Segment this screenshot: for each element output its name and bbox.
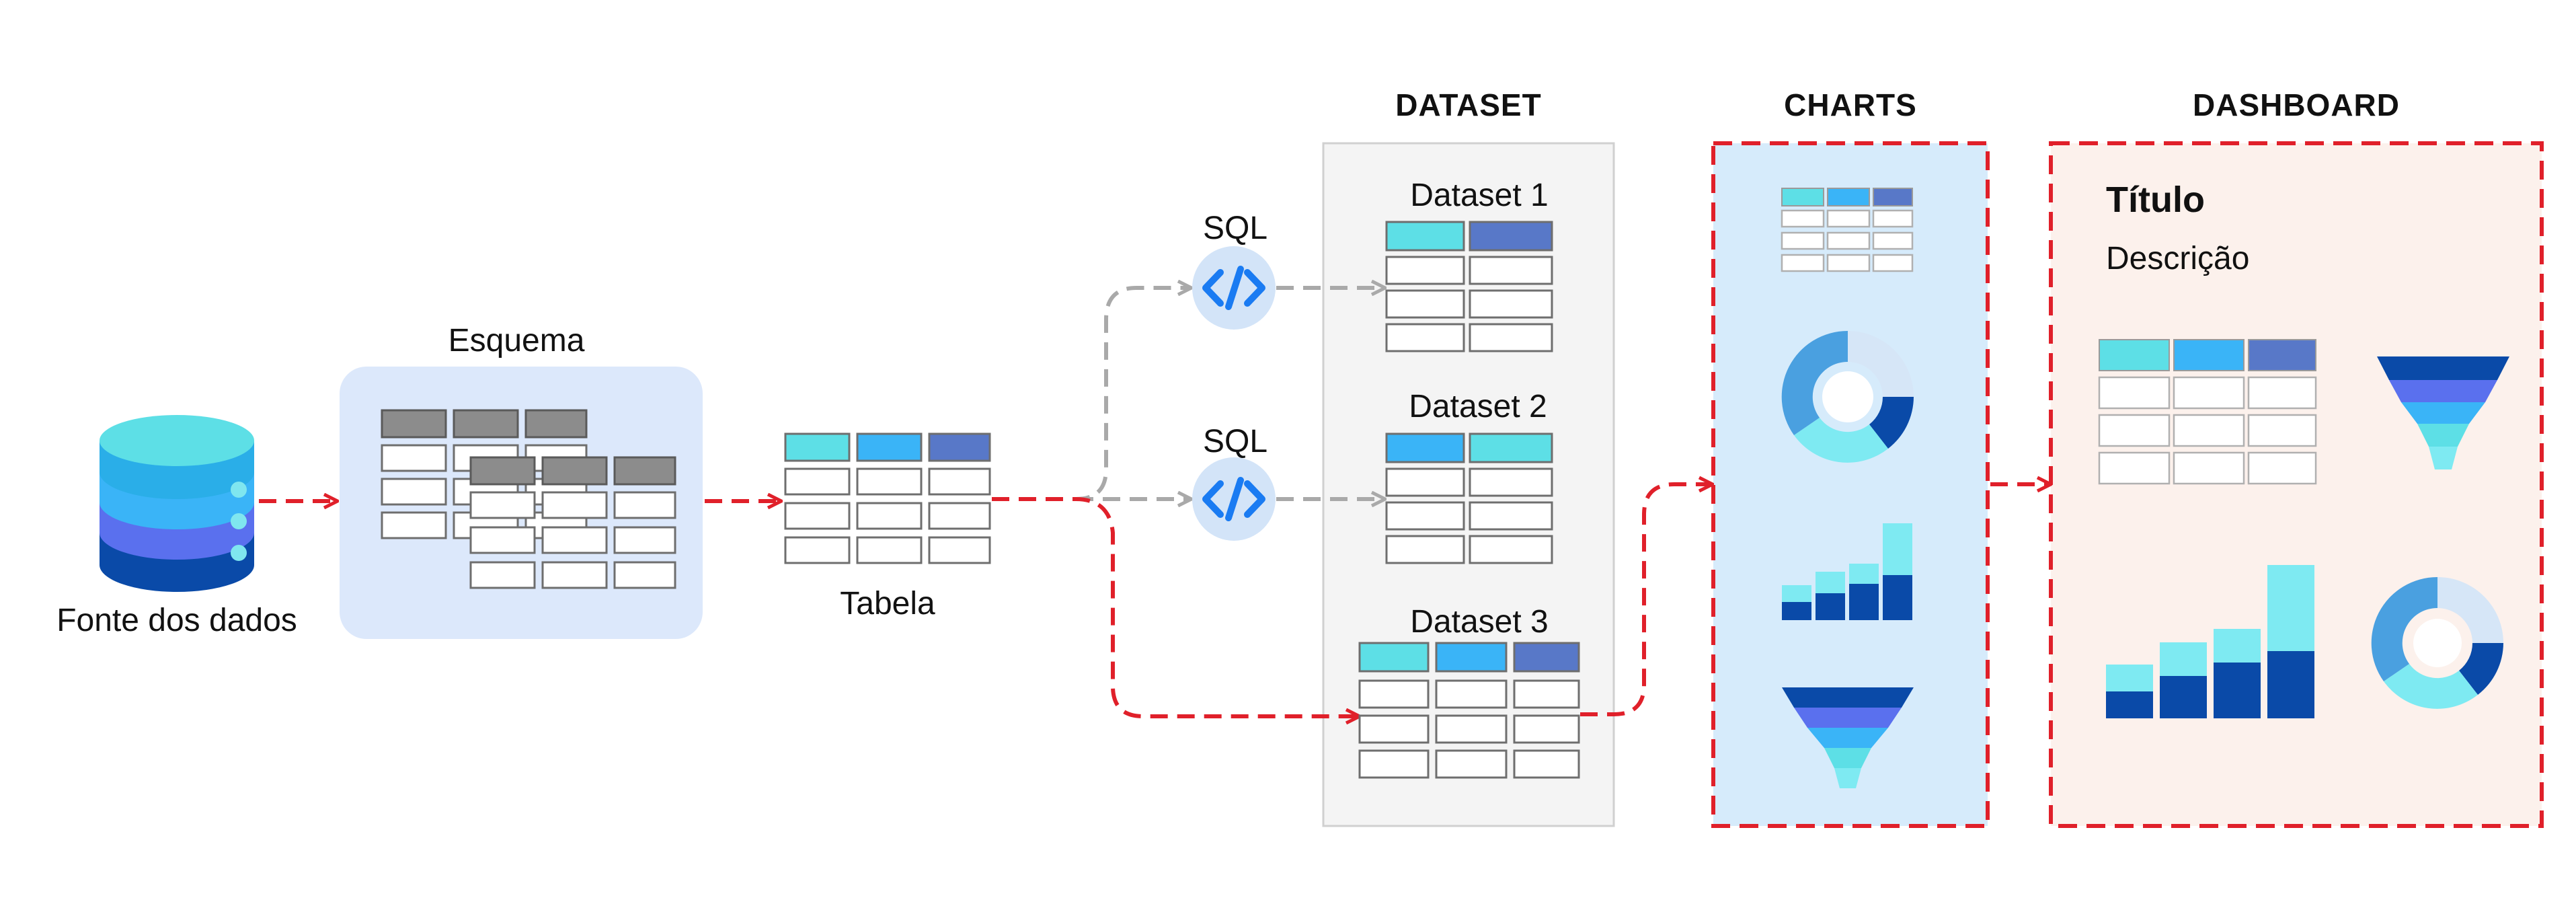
flow-table-to-dataset3 bbox=[992, 497, 1358, 716]
dashboard-header: DASHBOARD bbox=[2193, 87, 2400, 122]
dashboard-funnel bbox=[2377, 356, 2509, 469]
table-label: Tabela bbox=[840, 586, 935, 621]
code-icon bbox=[1192, 246, 1276, 330]
chart-mini-funnel bbox=[1782, 687, 1914, 788]
flow-dataset3-to-charts bbox=[1580, 484, 1711, 716]
dataset-panel bbox=[1322, 142, 1615, 827]
dataset-2-label: Dataset 2 bbox=[1409, 389, 1547, 424]
dashboard-table bbox=[2098, 339, 2317, 485]
dataset-2-table bbox=[1385, 432, 1553, 564]
chart-mini-donut bbox=[1781, 330, 1914, 463]
chart-mini-bar bbox=[1782, 523, 1912, 620]
dataset-header: DATASET bbox=[1395, 87, 1541, 122]
table-graphic bbox=[784, 432, 991, 564]
dashboard-bar-chart bbox=[2106, 565, 2314, 718]
charts-header: CHARTS bbox=[1784, 87, 1917, 122]
database-icon bbox=[100, 415, 254, 592]
code-icon bbox=[1192, 457, 1276, 541]
dashboard-title: Título bbox=[2106, 180, 2205, 220]
sql-label-1: SQL bbox=[1203, 211, 1267, 246]
schema-label: Esquema bbox=[448, 323, 585, 358]
chart-mini-table bbox=[1781, 188, 1914, 272]
source-label: Fonte dos dados bbox=[56, 603, 297, 638]
dataset-1-label: Dataset 1 bbox=[1410, 178, 1548, 213]
sql-label-2: SQL bbox=[1203, 424, 1267, 459]
dataset-3-table bbox=[1358, 642, 1580, 779]
dashboard-donut bbox=[2371, 576, 2503, 709]
dataset-1-table bbox=[1385, 221, 1553, 352]
schema-front-table bbox=[469, 456, 676, 589]
flow-table-to-sql1 bbox=[992, 288, 1190, 501]
dataset-3-label: Dataset 3 bbox=[1410, 604, 1548, 640]
dashboard-description: Descrição bbox=[2106, 241, 2249, 276]
